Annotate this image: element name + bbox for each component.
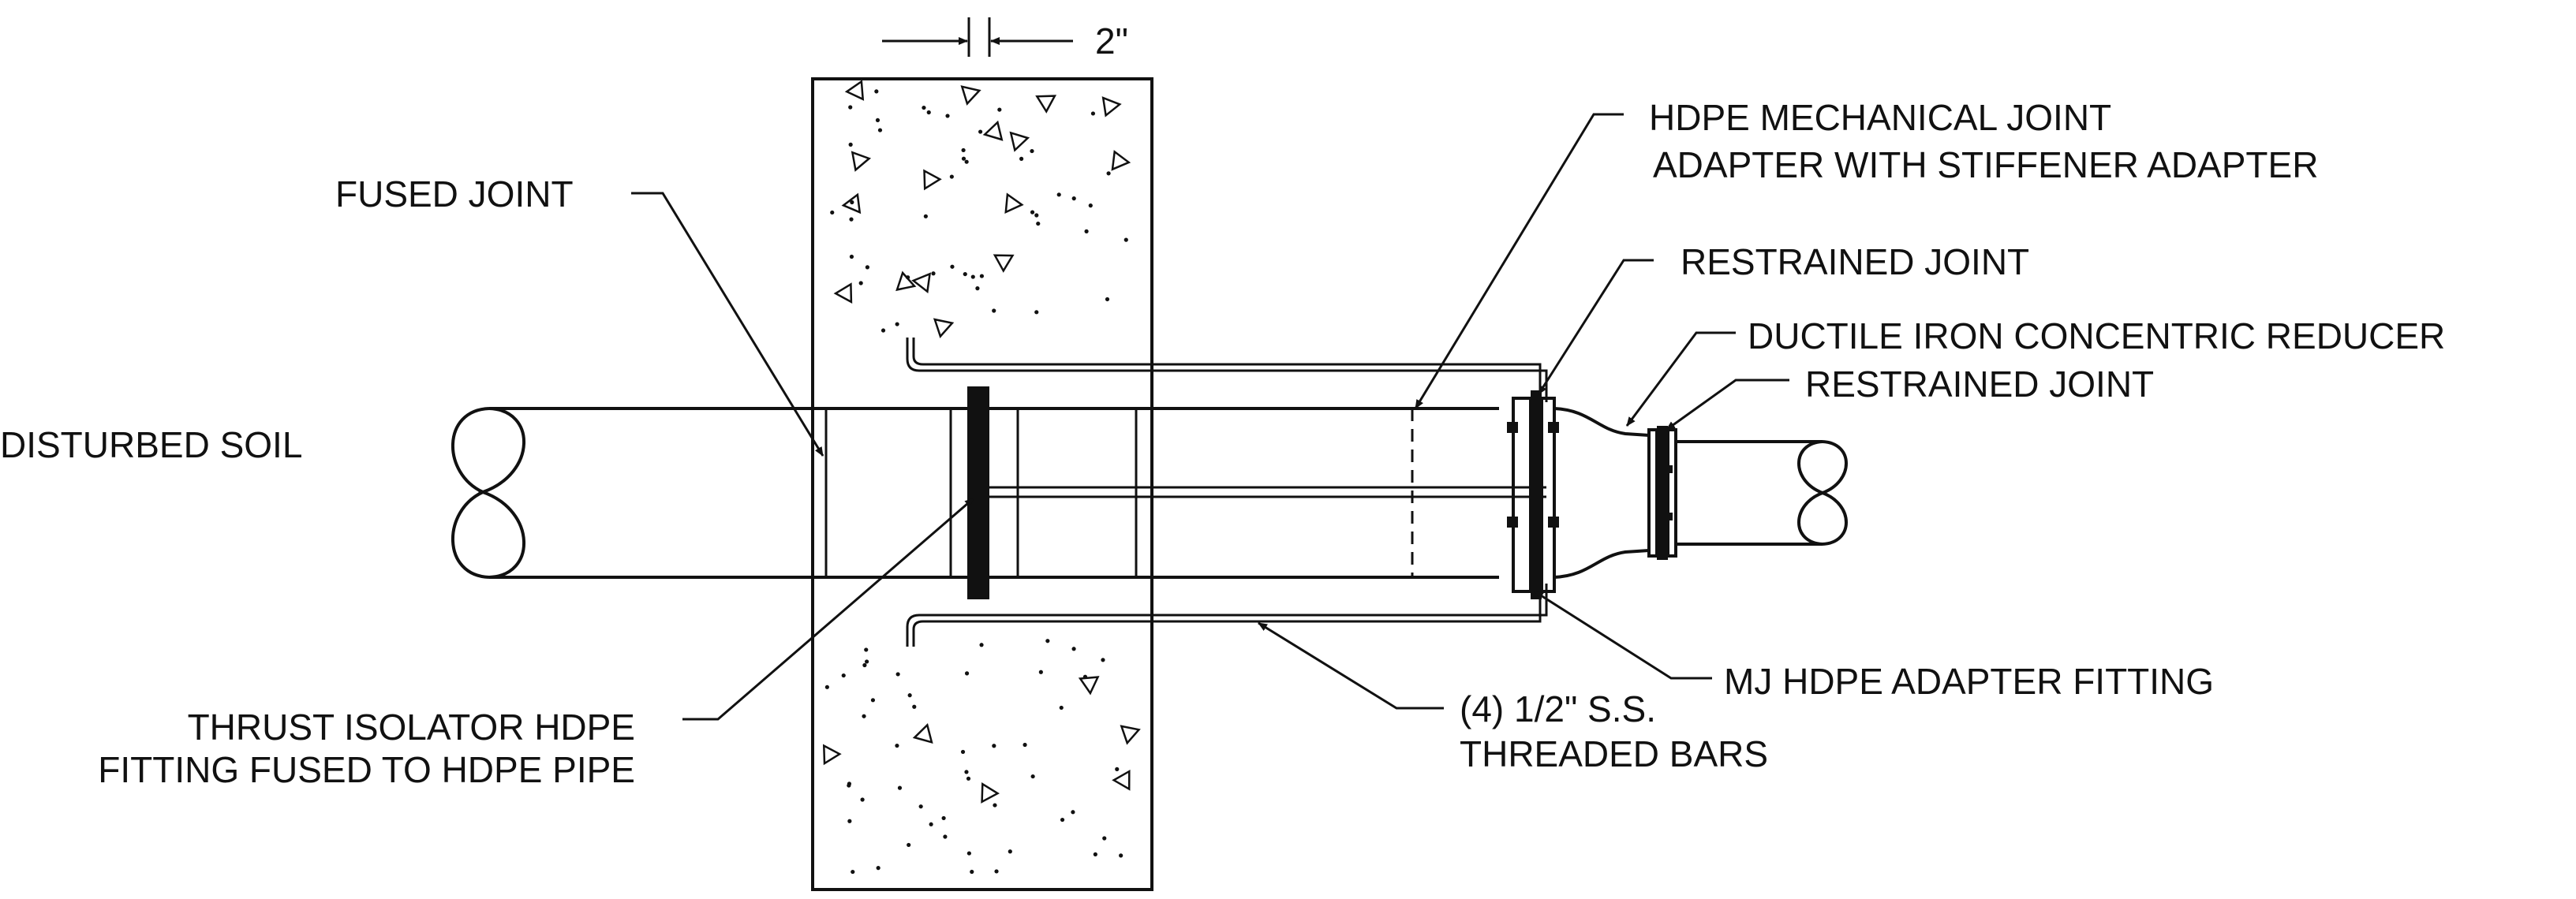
label-mech-joint-1: HDPE MECHANICAL JOINT xyxy=(1649,97,2111,138)
dimension-2-inch: 2" xyxy=(882,17,1128,62)
threaded-bars xyxy=(906,338,1548,647)
ductile-iron-concentric-reducer xyxy=(1553,407,1650,579)
label-fused-joint: FUSED JOINT xyxy=(335,173,574,214)
label-reducer: DUCTILE IRON CONCENTRIC REDUCER xyxy=(1748,315,2445,356)
label-disturbed-soil: DISTURBED SOIL xyxy=(0,424,302,465)
label-restrained-joint-2: RESTRAINED JOINT xyxy=(1805,364,2154,405)
label-mech-joint-2: ADAPTER WITH STIFFENER ADAPTER xyxy=(1653,144,2318,185)
leader-lines xyxy=(631,113,1789,721)
thrust-isolator xyxy=(967,386,989,599)
label-restrained-joint-1: RESTRAINED JOINT xyxy=(1681,241,2029,282)
label-mj-adapter: MJ HDPE ADAPTER FITTING xyxy=(1724,661,2214,702)
pipe-right xyxy=(1676,440,1848,546)
label-threaded-bars-2: THREADED BARS xyxy=(1460,733,1768,774)
label-thrust-isolator-2: FITTING FUSED TO HDPE PIPE xyxy=(98,749,635,790)
dimension-label: 2" xyxy=(1095,21,1128,62)
label-threaded-bars-1: (4) 1/2" S.S. xyxy=(1460,688,1656,729)
callout-labels: FUSED JOINT DISTURBED SOIL THRUST ISOLAT… xyxy=(0,97,2445,790)
hdpe-pipe-left xyxy=(451,407,1499,579)
restrained-joint-2 xyxy=(1647,426,1677,560)
concrete-aggregate-hatch xyxy=(822,80,1141,875)
mj-hdpe-adapter-fitting xyxy=(1507,390,1559,599)
label-thrust-isolator-1: THRUST ISOLATOR HDPE xyxy=(188,707,635,748)
concrete-thrust-block xyxy=(811,77,1153,891)
